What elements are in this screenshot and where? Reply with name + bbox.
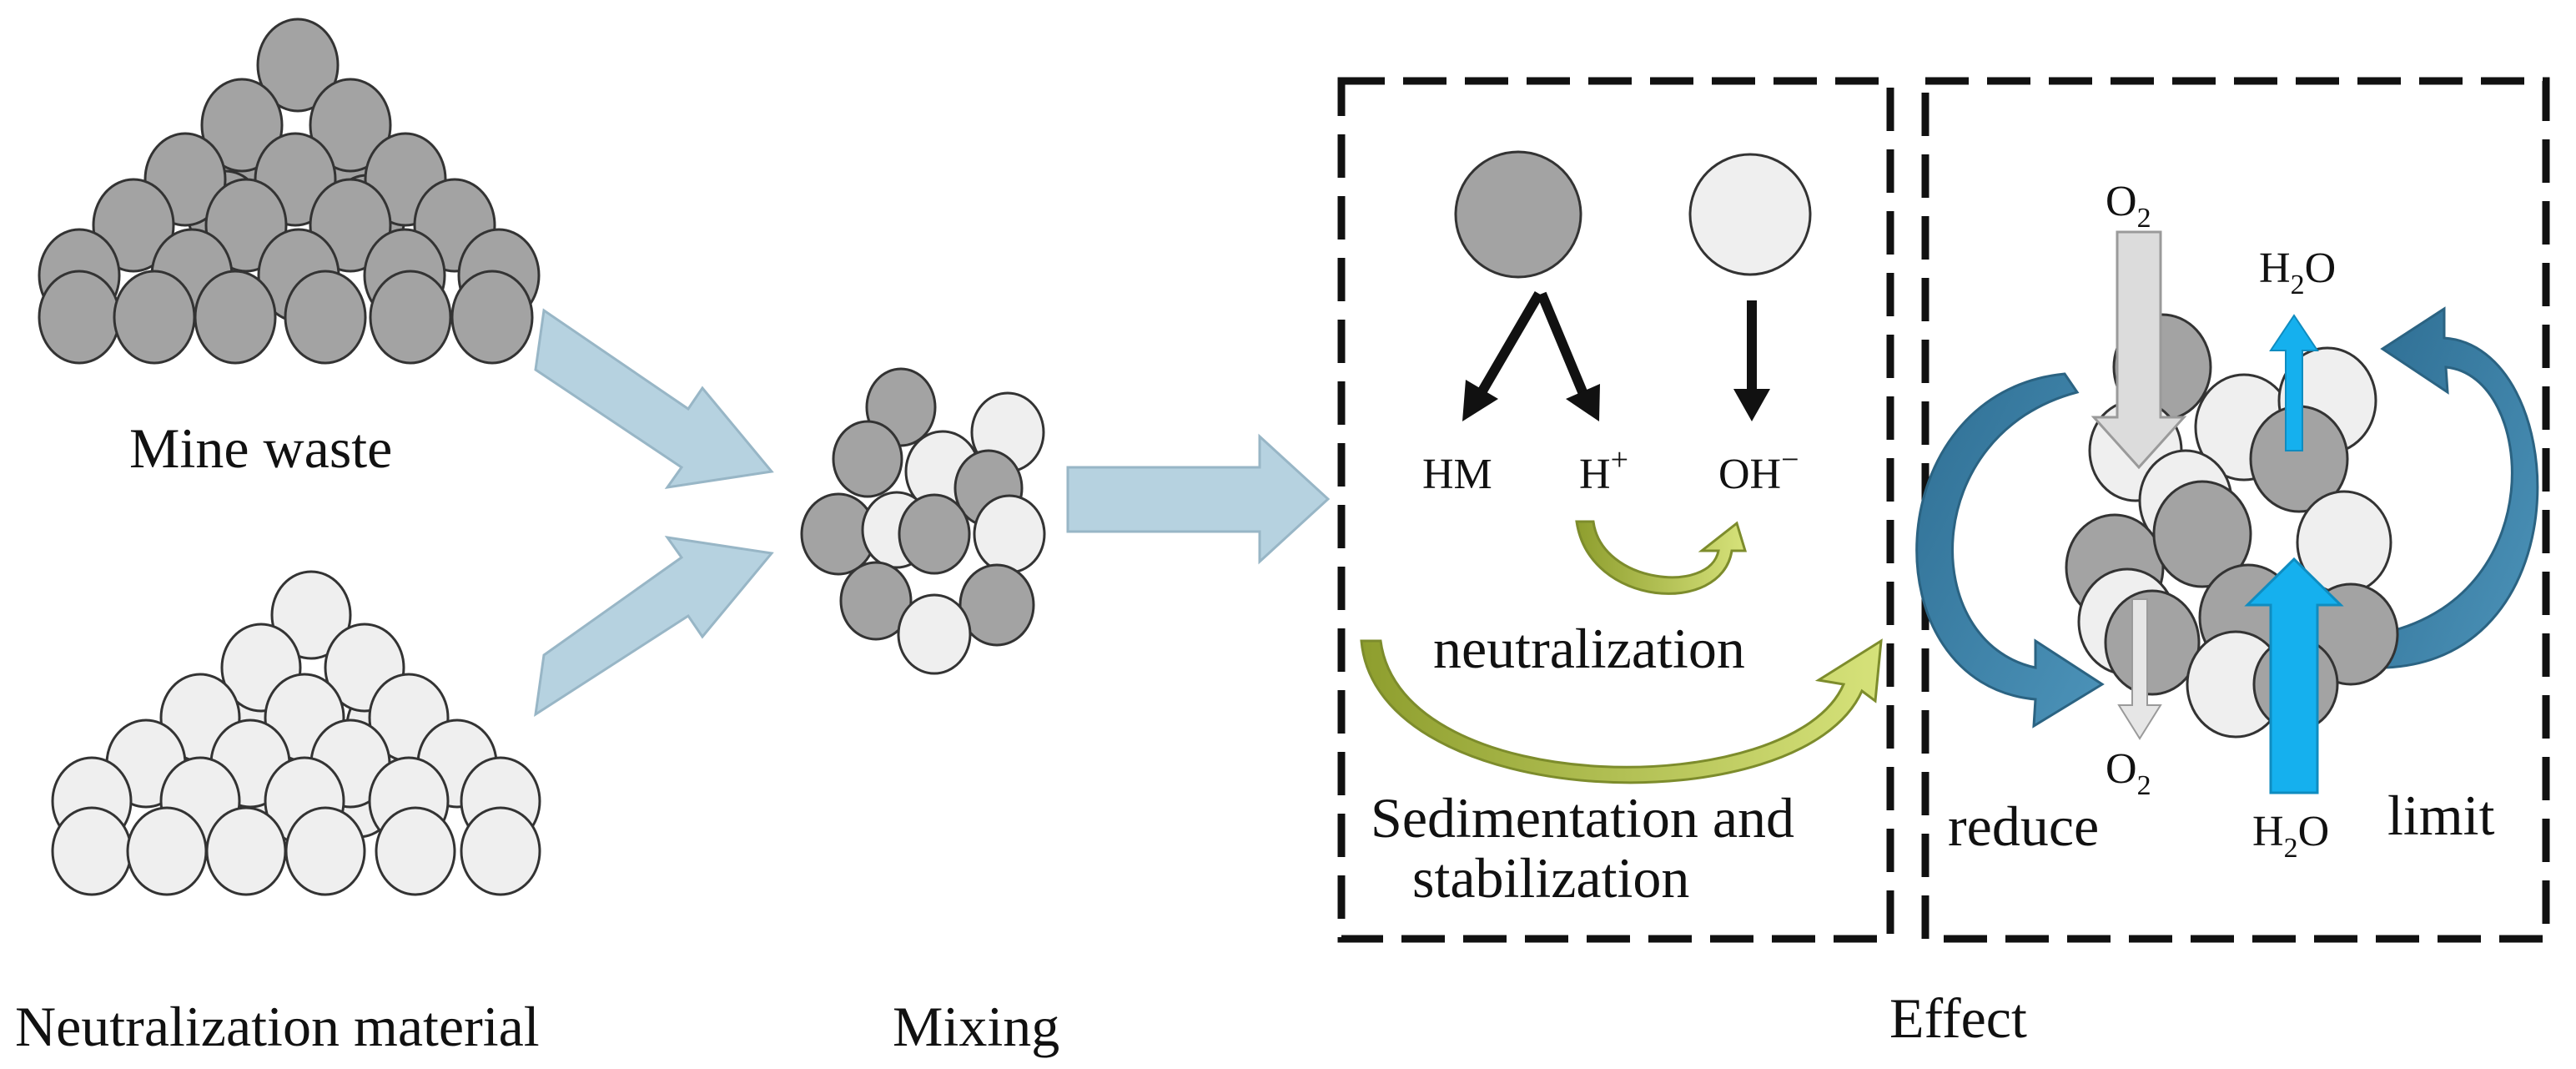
- mine-particle-dark: [256, 18, 340, 113]
- release-arrow-oh-head: [1733, 389, 1770, 421]
- mixed-particle-dark: [839, 561, 913, 641]
- mixed-particle-light: [973, 494, 1046, 574]
- neutral-particle-light: [284, 806, 366, 896]
- reduce-label: reduce: [1948, 794, 2099, 858]
- water-label-top: H2O: [2259, 245, 2336, 300]
- chemical-effect-box: [1337, 77, 1894, 943]
- oh-ion-label: OH−: [1718, 442, 1799, 498]
- release-arrow-hm-head: [1462, 380, 1498, 421]
- mine-particle-dark: [194, 270, 277, 365]
- oxygen-arrow-bottom: [2117, 598, 2162, 740]
- mine-waste-pile: [38, 18, 541, 365]
- mine-particle-dark: [309, 78, 392, 173]
- sedimentation-arrow: [1360, 638, 1883, 784]
- mixed-particle-cluster: [800, 367, 1046, 675]
- neutral-particle-light: [270, 570, 352, 660]
- mine-particle-dark: [200, 78, 284, 173]
- flow-arrow-mix-to-effect: [1066, 433, 1331, 565]
- neutralization-small-arrow: [1575, 520, 1748, 595]
- neutral-particle-light: [205, 806, 287, 896]
- flow-arrow-mine-to-mix: [534, 308, 774, 490]
- cycle-arrow-right: [2376, 306, 2539, 669]
- mixed-particle-dark: [958, 563, 1035, 647]
- hm-label: HM: [1422, 451, 1492, 498]
- mine-particle-dark: [113, 270, 196, 365]
- limit-label: limit: [2387, 784, 2495, 847]
- oxygen-label-bottom: O2: [2106, 745, 2151, 801]
- mine-waste-label: Mine waste: [129, 416, 392, 480]
- mine-particle-dark: [369, 270, 452, 365]
- neutral-particle-light: [375, 806, 456, 896]
- release-arrow-h-head: [1566, 384, 1600, 421]
- mine-particle-dark: [284, 270, 367, 365]
- mixed-particle-dark: [898, 493, 971, 575]
- mine-particle-dark: [38, 270, 121, 365]
- water-arrow-small: [2269, 314, 2319, 451]
- neutralization-material-pile: [51, 570, 541, 896]
- flow-arrow-neutral-to-mix: [534, 535, 774, 718]
- mine-particle-dark: [92, 178, 175, 273]
- sedimentation-label-line1: Sedimentation and: [1371, 786, 1794, 850]
- water-label-bottom: H2O: [2252, 808, 2329, 864]
- cycle-arrow-left: [1915, 372, 2105, 729]
- physical-effect-box: [1921, 77, 2550, 943]
- neutralization-particle: [1688, 153, 1812, 276]
- mine-particle-dark: [450, 270, 534, 365]
- neutralization-material-label: Neutralization material: [15, 995, 540, 1058]
- oxygen-arrow-top: [2090, 230, 2187, 470]
- neutral-particle-light: [51, 806, 133, 896]
- effect-particle-dark: [2104, 589, 2201, 696]
- neutral-particle-light: [126, 806, 208, 896]
- release-arrow-h: [1537, 291, 1588, 396]
- mine-waste-particle: [1454, 150, 1582, 279]
- mixed-particle-dark: [832, 420, 903, 498]
- mixing-label: Mixing: [893, 995, 1059, 1058]
- neutralization-label: neutralization: [1433, 617, 1745, 680]
- mixed-particle-light: [897, 593, 972, 675]
- effect-label: Effect: [1889, 986, 2027, 1050]
- sedimentation-label-line2: stabilization: [1412, 846, 1689, 910]
- h-ion-label: H+: [1579, 442, 1628, 498]
- release-arrow-hm: [1476, 290, 1544, 397]
- oxygen-label-top: O2: [2106, 178, 2151, 234]
- effect-particle-dark: [2152, 480, 2252, 588]
- neutral-particle-light: [460, 806, 541, 896]
- water-arrow-large: [2244, 557, 2344, 794]
